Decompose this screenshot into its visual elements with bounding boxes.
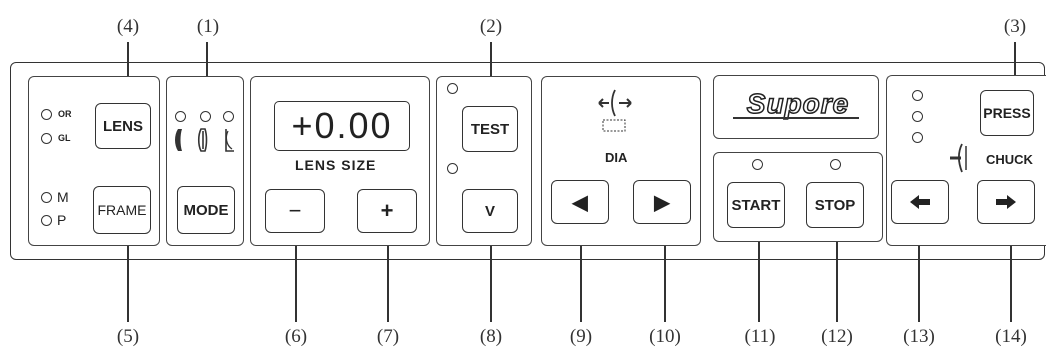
led-indicator-icon <box>41 109 52 120</box>
callout-10: (10) <box>649 326 681 347</box>
callout-9: (9) <box>569 326 593 347</box>
leader-line-8 <box>490 234 492 322</box>
dia-arrows-icon <box>598 89 632 132</box>
lens-size-display: +0.00 <box>274 101 410 151</box>
led-indicator-icon <box>912 132 923 143</box>
callout-11: (11) <box>744 326 776 347</box>
lens-shape-icon <box>175 128 234 152</box>
v-button[interactable]: V <box>462 189 518 233</box>
leader-line-12 <box>836 234 838 322</box>
leader-line-3 <box>1014 42 1016 90</box>
chuck-right-button[interactable] <box>977 180 1035 224</box>
callout-6: (6) <box>284 326 308 347</box>
supore-logo: Supore <box>746 87 850 120</box>
leader-line-2 <box>490 42 492 108</box>
lens-button[interactable]: LENS <box>95 103 151 149</box>
led-label-m: M <box>57 189 69 205</box>
start-button[interactable]: START <box>727 182 785 228</box>
led-indicator-icon <box>41 192 52 203</box>
led-indicator-icon <box>752 159 763 170</box>
leader-line-13 <box>918 224 920 322</box>
callout-12: (12) <box>821 326 853 347</box>
chuck-left-button[interactable] <box>891 180 949 224</box>
logo-underline <box>733 117 859 119</box>
leader-line-7 <box>387 234 389 322</box>
leader-line-6 <box>295 234 297 322</box>
plus-button[interactable]: + <box>357 189 417 233</box>
leader-line-9 <box>580 224 582 322</box>
dia-right-button[interactable]: ▶ <box>633 180 691 224</box>
arrow-right-icon <box>996 195 1016 209</box>
led-indicator-icon <box>41 133 52 144</box>
arrow-left-icon <box>910 195 930 209</box>
leader-line-5 <box>127 234 129 322</box>
leader-line-14 <box>1010 224 1012 322</box>
callout-8: (8) <box>479 326 503 347</box>
chuck-icon <box>950 143 967 173</box>
led-indicator-icon <box>223 111 234 122</box>
callout-7: (7) <box>376 326 400 347</box>
dia-label: DIA <box>605 150 628 165</box>
frame-button[interactable]: FRAME <box>93 186 151 234</box>
led-indicator-icon <box>912 90 923 101</box>
led-indicator-icon <box>447 83 458 94</box>
leader-line-4 <box>127 42 129 104</box>
mode-button[interactable]: MODE <box>177 186 235 234</box>
led-label-or: OR <box>58 109 72 119</box>
led-indicator-icon <box>175 111 186 122</box>
led-indicator-icon <box>830 159 841 170</box>
minus-button[interactable]: − <box>265 189 325 233</box>
chuck-label: CHUCK <box>986 152 1033 167</box>
callout-3: (3) <box>1003 16 1027 37</box>
dia-left-button[interactable]: ◀ <box>551 180 609 224</box>
led-indicator-icon <box>200 111 211 122</box>
led-indicator-icon <box>912 111 923 122</box>
callout-4: (4) <box>116 16 140 37</box>
leader-line-11 <box>758 234 760 322</box>
callout-2: (2) <box>479 16 503 37</box>
callout-1: (1) <box>196 16 220 37</box>
stop-button[interactable]: STOP <box>806 182 864 228</box>
test-button[interactable]: TEST <box>462 106 518 152</box>
callout-13: (13) <box>903 326 935 347</box>
led-label-p: P <box>57 212 67 228</box>
led-indicator-icon <box>447 163 458 174</box>
lens-size-label: LENS SIZE <box>295 157 377 173</box>
led-label-gl: GL <box>58 133 71 143</box>
leader-line-10 <box>664 224 666 322</box>
callout-5: (5) <box>116 326 140 347</box>
led-indicator-icon <box>41 215 52 226</box>
press-button[interactable]: PRESS <box>980 90 1034 136</box>
brand-box <box>713 75 879 139</box>
callout-14: (14) <box>995 326 1027 347</box>
